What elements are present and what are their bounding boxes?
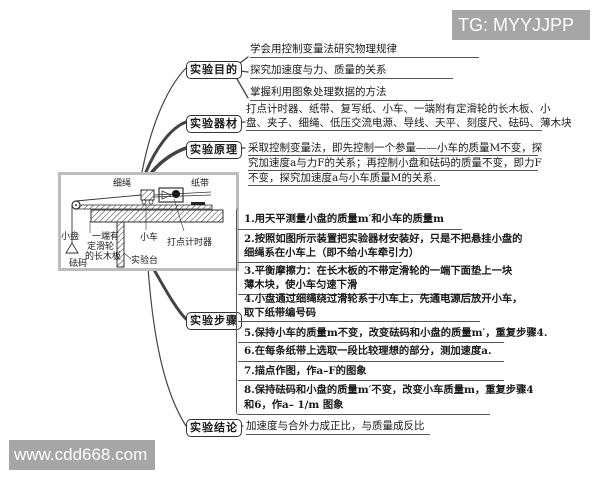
label-pan: 小盘 [61,232,80,242]
step-2-line-1: 2.按照如图所示装置把实验器材安装好，只是不把悬挂小盘的 [244,233,523,245]
step-2-line-2: 细绳系在小车上（即不给小车牵引力） [244,247,420,259]
label-table: 实验台 [131,256,159,266]
equipment-line-1: 打点计时器、纸带、复写纸、小车、一端附有定滑轮的长木板、小 [246,103,551,115]
node-conclusion: 实验结论 [186,419,242,437]
label-board-3: 的长木板 [85,252,122,262]
step-divider [238,380,504,381]
step-divider [238,294,480,295]
step-divider [238,321,480,322]
principle-line-1: 采取控制变量法，即先控制一个参量——小车的质量M不变，探 [248,142,543,156]
step-6: 6.在每条纸带上选取一段比较理想的部分，测加速度a. [244,345,492,357]
label-rope: 细绳 [113,179,132,189]
label-board-1: 一端有 [92,232,120,242]
label-cart: 小车 [140,233,159,243]
step-divider [238,262,402,263]
watermark-bottom-left: www.cdd668.com [9,440,155,470]
step-divider [238,414,490,415]
purpose-item-2: 探究加速度与力、质量的关系 [250,63,453,79]
label-tape: 纸带 [191,179,210,189]
label-timer: 打点计时器 [167,238,213,248]
purpose-item-1: 学会用控制变量法研究物理规律 [250,42,479,58]
label-board-2: 定滑轮 [87,242,115,252]
apparatus-drawing [65,187,224,268]
step-divider [238,361,504,362]
steps-bracket [236,208,239,415]
purpose-item-3: 掌握利用图象处理数据的方法 [250,85,433,101]
node-principle: 实验原理 [186,141,242,159]
step-divider [238,229,462,230]
watermark-top-right: TG: MYYJJPP [452,10,590,40]
step-3-line-1: 3.平衡摩擦力：在长木板的不带定滑轮的一端下面垫上一块 [244,265,513,277]
equipment-line-2: 盘、夹子、细绳、低压交流电源、导线、天平、刻度尺、砝码、薄木块 [246,117,572,131]
principle-line-3: 不变，探究加速度a与小车质量M的关系. [248,171,440,186]
node-purpose: 实验目的 [186,61,242,79]
principle-line-2: 究加速度a与力F的关系；再控制小盘和砝码的质量不变，即力F [248,157,542,171]
step-3-line-2: 薄木块，使小车匀速下滑 [244,279,358,291]
equipment-text: 打点计时器、纸带、复写纸、小车、一端附有定滑轮的长木板、小 盘、夹子、细绳、低压… [246,102,572,131]
label-weight: 砝码 [69,259,88,269]
step-4-line-1: 4.小盘通过细绳绕过滑轮系于小车上，先通电源后放开小车， [244,293,523,305]
step-divider [238,342,504,343]
node-steps: 实验步骤 [186,312,242,330]
apparatus-diagram: 细绳 纸带 小盘 一端有 定滑轮 的长木板 砝码 小车 打点计时器 实验台 [58,172,239,271]
step-5: 5.保持小车的质量m不变，改变砝码和小盘的质量m′，重复步骤4. [244,327,548,339]
step-1: 1.用天平测量小盘的质量m′和小车的质量m [244,213,445,225]
step-4-line-2: 取下纸带编号码 [244,307,317,319]
step-7: 7.描点作图，作a–F的图象 [244,365,367,377]
principle-text: 采取控制变量法，即先控制一个参量——小车的质量M不变，探 究加速度a与力F的关系… [248,141,543,186]
step-8-line-2: 和6，作a– 1/m 图象 [244,399,344,411]
step-8-line-1: 8.保持砝码和小盘的质量m′不变，改变小车质量m，重复步骤4 [244,384,534,396]
node-equipment: 实验器材 [186,115,242,133]
conclusion-text: 加速度与合外力成正比，与质量成反比 [246,419,430,435]
